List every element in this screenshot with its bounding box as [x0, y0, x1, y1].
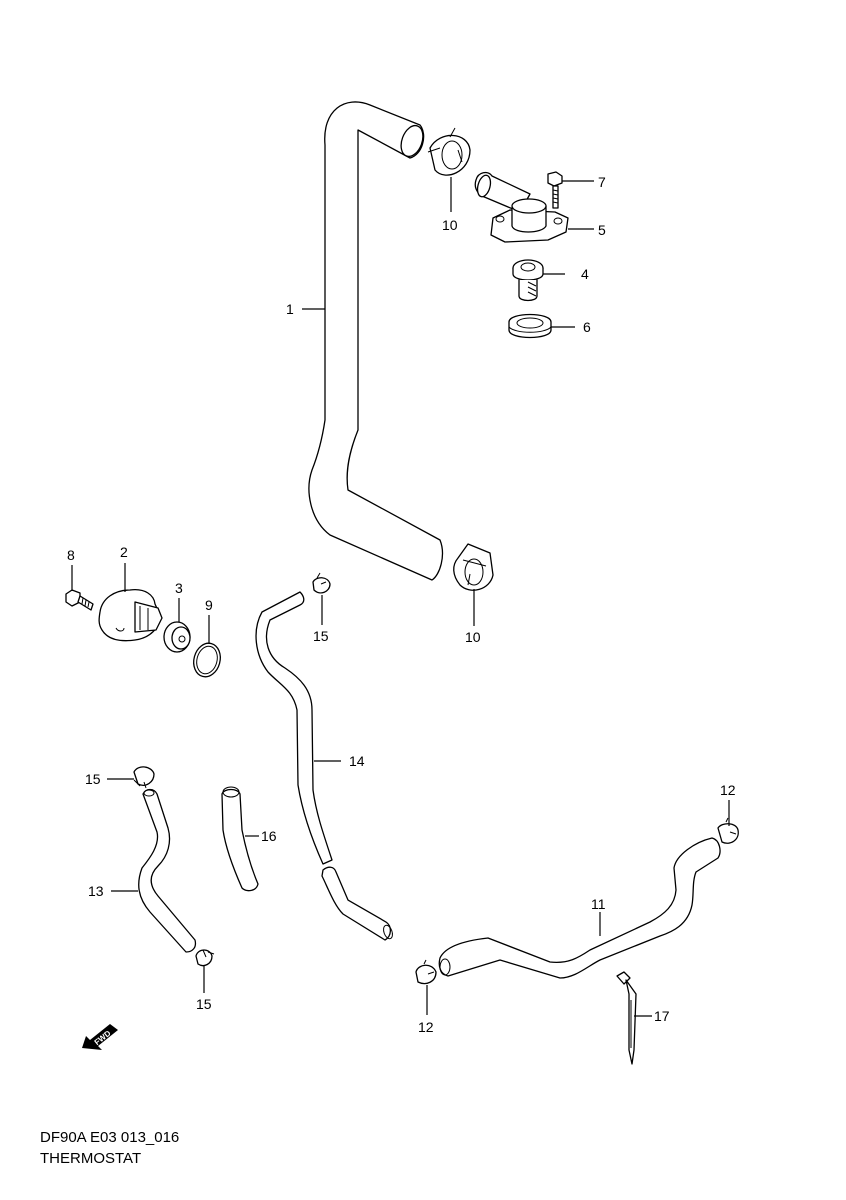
part-11-hose[interactable]: [438, 837, 721, 979]
part-1-hose[interactable]: [308, 101, 444, 581]
part-10-clamp-upper[interactable]: [427, 127, 471, 176]
leader-lines: [71, 177, 730, 1017]
callout-17: 17: [654, 1008, 670, 1024]
part-8-bolt[interactable]: [65, 589, 94, 611]
part-12-clamp-lower[interactable]: [415, 959, 437, 985]
part-16-hose[interactable]: [221, 786, 259, 892]
callout-9: 9: [205, 597, 213, 613]
callout-12b: 12: [418, 1019, 434, 1035]
part-6-seal[interactable]: [508, 313, 552, 339]
callout-15c: 15: [196, 996, 212, 1012]
callout-2: 2: [120, 544, 128, 560]
callout-8: 8: [67, 547, 75, 563]
part-15-clamp-b[interactable]: [133, 766, 155, 789]
callout-10b: 10: [465, 629, 481, 645]
part-2-lower-cover[interactable]: [98, 589, 163, 642]
callout-1: 1: [286, 301, 294, 317]
section-title: THERMOSTAT: [40, 1150, 142, 1167]
callout-10a: 10: [442, 217, 458, 233]
callout-7: 7: [598, 174, 606, 190]
callout-6: 6: [583, 319, 591, 335]
callout-12a: 12: [720, 782, 736, 798]
part-10-clamp-lower[interactable]: [453, 543, 494, 591]
callout-15a: 15: [313, 628, 329, 644]
part-9-o-ring[interactable]: [190, 640, 224, 680]
part-5-thermostat-cover[interactable]: [474, 171, 569, 243]
callout-15b: 15: [85, 771, 101, 787]
callout-16: 16: [261, 828, 277, 844]
part-15-clamp-a[interactable]: [312, 572, 331, 594]
part-15-clamp-c[interactable]: [195, 949, 215, 967]
callout-13: 13: [88, 883, 104, 899]
callout-3: 3: [175, 580, 183, 596]
part-7-bolt[interactable]: [547, 171, 563, 209]
part-17-cable-tie[interactable]: [616, 971, 637, 1065]
callout-11: 11: [591, 896, 606, 912]
part-3-valve[interactable]: [163, 621, 191, 653]
part-4-thermostat[interactable]: [512, 259, 544, 302]
part-13-hose[interactable]: [138, 788, 197, 953]
callout-5: 5: [598, 222, 606, 238]
part-14-hose[interactable]: [255, 591, 394, 941]
model-code: DF90A E03 013_016: [40, 1129, 180, 1146]
callout-4: 4: [581, 266, 589, 282]
callout-14: 14: [349, 753, 365, 769]
fwd-arrow-icon: FWD: [82, 1024, 118, 1050]
part-12-clamp-upper[interactable]: [717, 817, 739, 844]
callouts: 1 2 3 4 5 6 7 8 9 10 10 11 12 12 13 14 1…: [67, 174, 736, 1035]
